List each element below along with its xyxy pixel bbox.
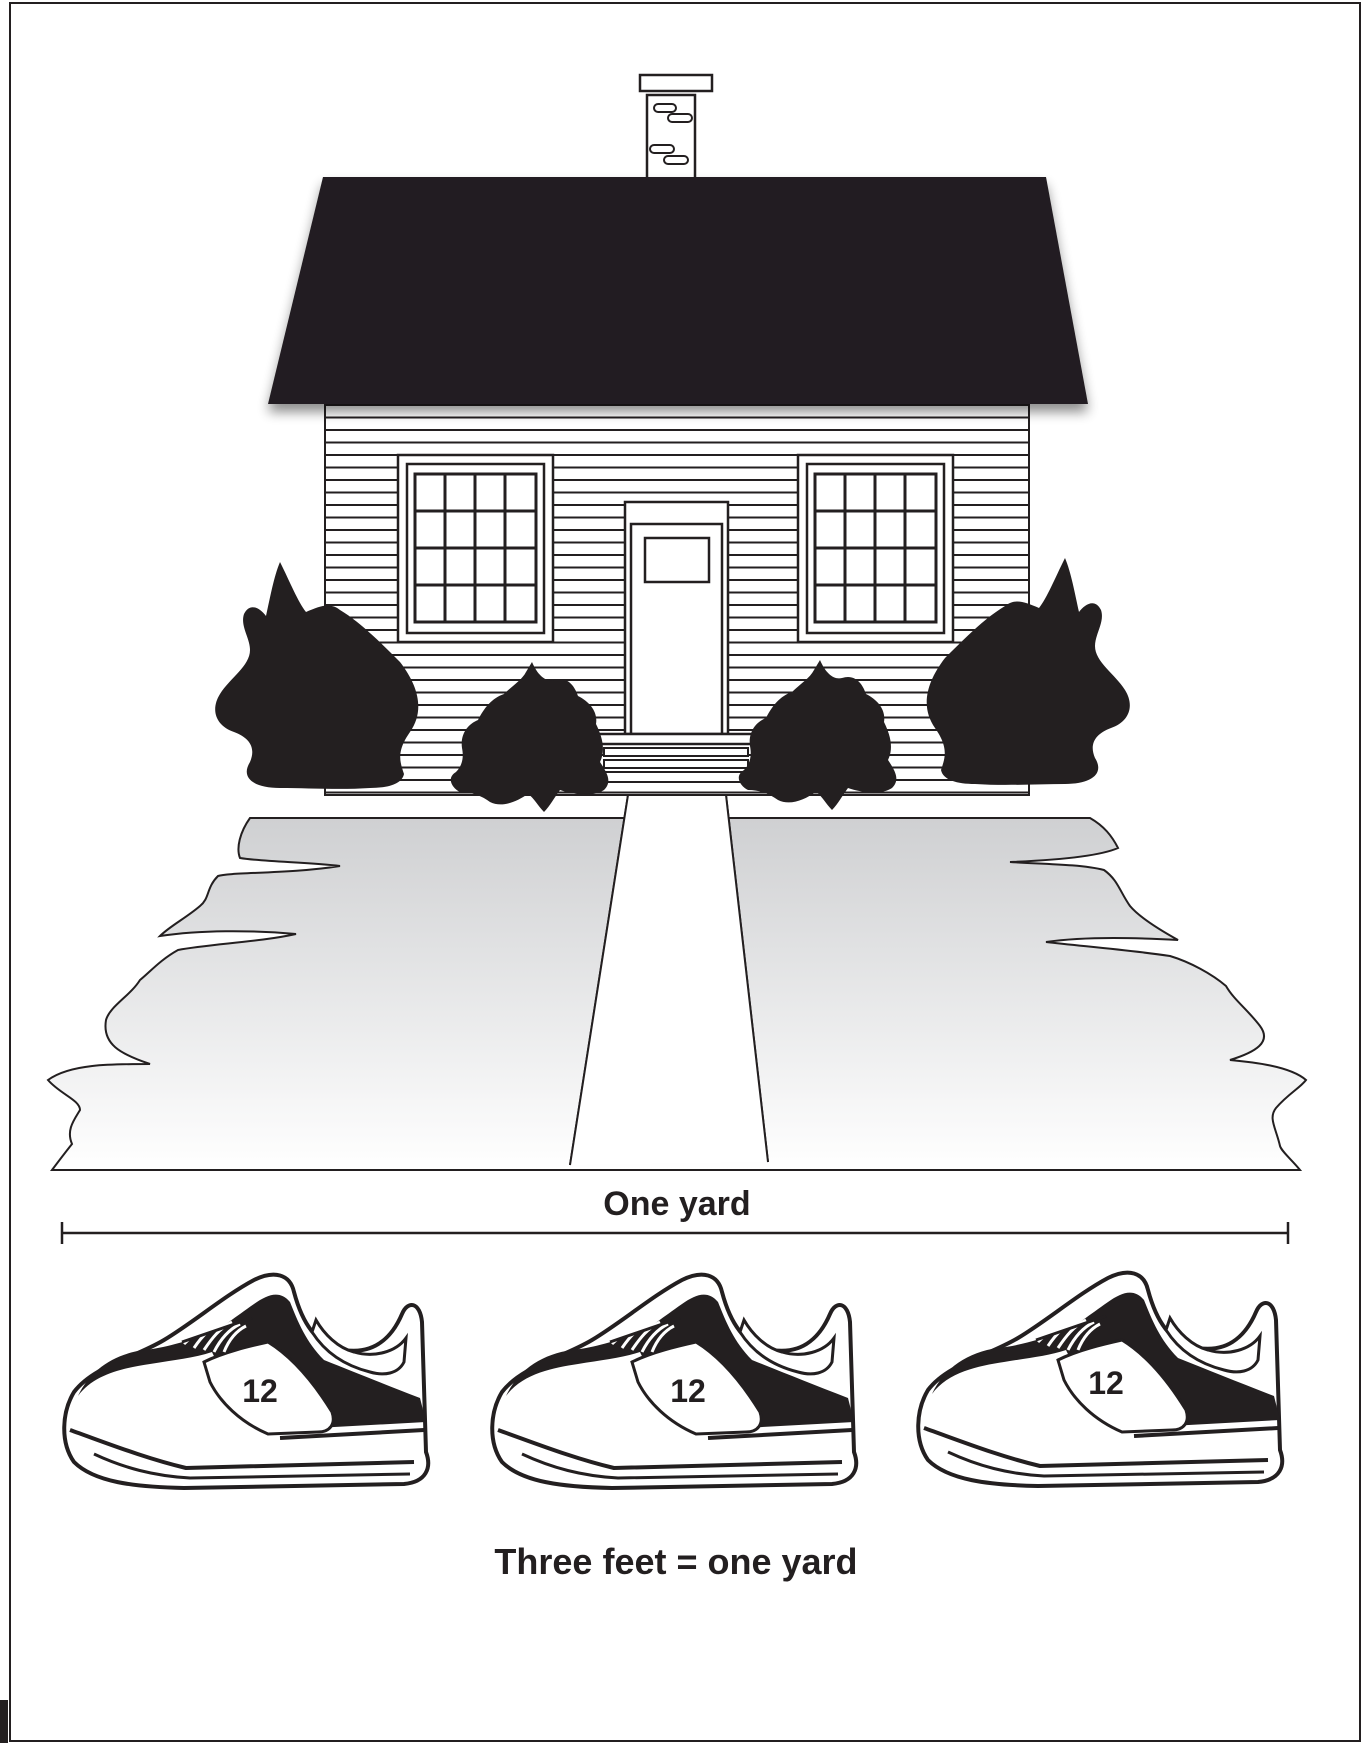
window-right (798, 455, 953, 642)
window-left (398, 455, 553, 642)
shoe-size-label: 12 (1088, 1365, 1124, 1401)
shoe-size-label: 12 (670, 1373, 706, 1409)
shoe-size-label: 12 (242, 1373, 278, 1409)
measure-label: One yard (603, 1185, 750, 1223)
roof (268, 177, 1088, 404)
page-edge-mark (0, 1700, 8, 1743)
caption: Three feet = one yard (494, 1541, 857, 1582)
